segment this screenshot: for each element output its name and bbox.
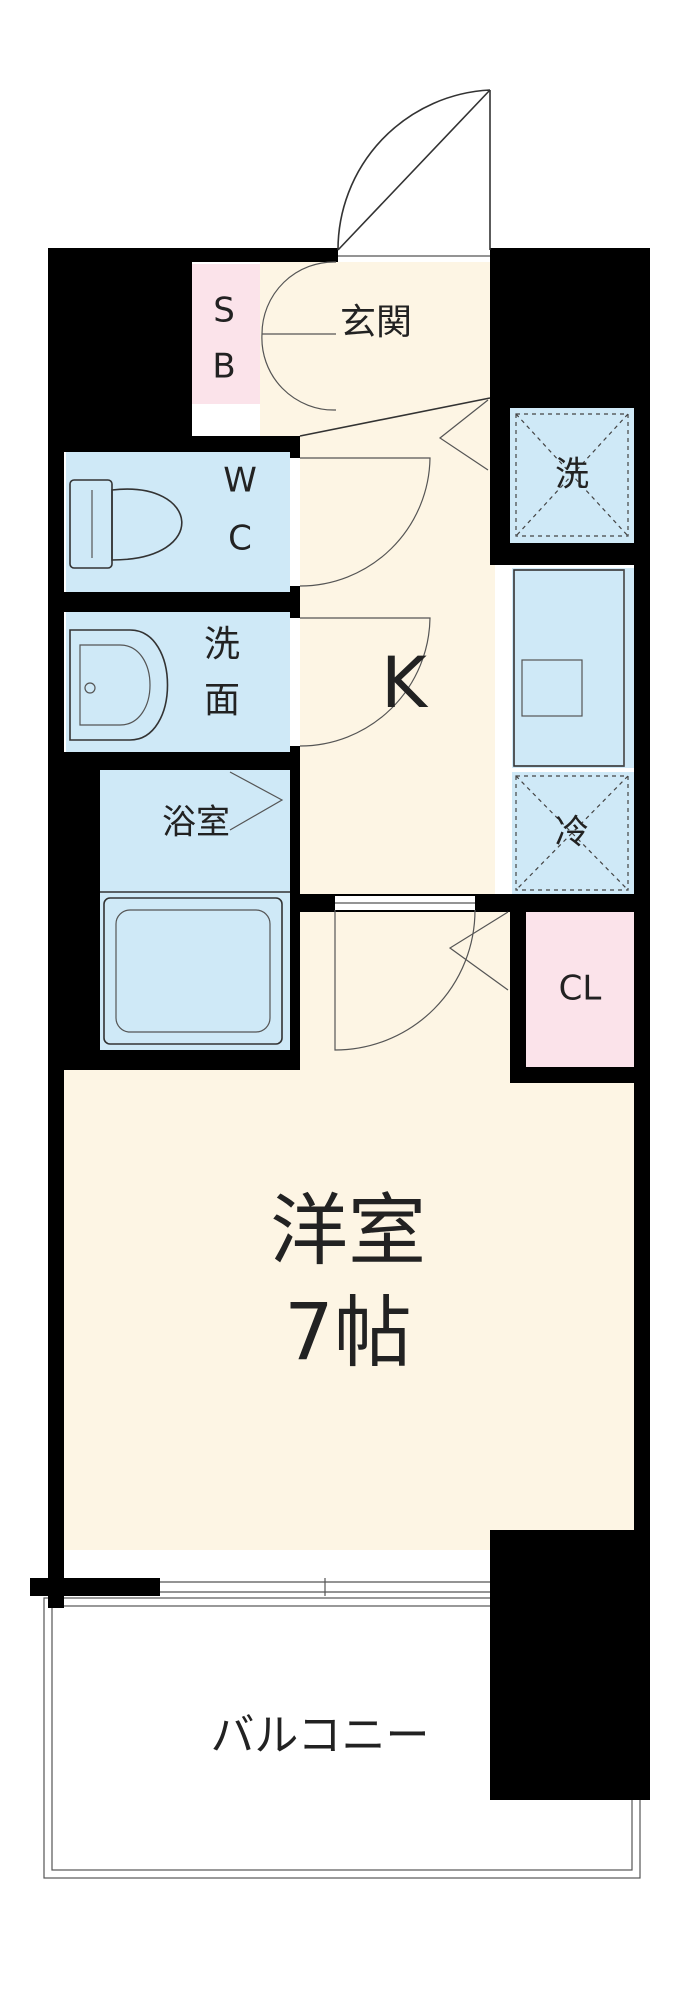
front-door-swing-icon bbox=[337, 89, 491, 251]
shoe-box-label-b: B bbox=[212, 347, 235, 387]
washroom-label-2: 面 bbox=[204, 680, 240, 721]
western-room-label: 洋室 bbox=[270, 1186, 426, 1276]
walls bbox=[30, 248, 650, 1800]
toilet-label-c: C bbox=[228, 519, 252, 559]
wall-closet-bottom bbox=[510, 1067, 650, 1083]
closet-door-icon bbox=[448, 911, 509, 991]
wall-bottom-left bbox=[30, 1578, 160, 1596]
fixtures bbox=[69, 413, 629, 1045]
wall-bath-bottom bbox=[48, 1050, 298, 1070]
fridge-label: 冷 bbox=[555, 813, 589, 853]
room-door-swing-icon bbox=[334, 909, 476, 1051]
labels: S B 玄関 W C 洗 面 浴室 K 洗 冷 CL 洋室 7帖 バルコニー bbox=[162, 291, 601, 1762]
wall-top-left-block bbox=[48, 248, 192, 438]
kitchen-label: K bbox=[381, 642, 429, 724]
shoe-box bbox=[192, 264, 260, 404]
wet-areas bbox=[66, 408, 634, 1050]
balcony-label: バルコニー bbox=[210, 1710, 429, 1761]
wall-left bbox=[48, 248, 64, 1608]
toilet-label-w: W bbox=[223, 461, 257, 501]
laundry-x-icon bbox=[515, 413, 629, 537]
wash-door-opening bbox=[290, 618, 300, 746]
laundry-label: 洗 bbox=[555, 455, 589, 495]
wall-wet-right bbox=[290, 436, 300, 1070]
washroom-room bbox=[66, 612, 290, 752]
wall-closet-left bbox=[510, 912, 526, 1072]
wc-door-opening bbox=[290, 458, 300, 586]
door-swings bbox=[229, 89, 509, 1051]
shoe-box-label-s: S bbox=[213, 291, 235, 331]
wall-bath-left bbox=[64, 770, 100, 1070]
kitchen-counter-icon bbox=[513, 569, 625, 767]
fridge-x-icon bbox=[515, 775, 629, 891]
wc-door-swing-icon bbox=[299, 457, 431, 587]
closet-label: CL bbox=[559, 969, 602, 1009]
shoe-box-door-swing-icon bbox=[261, 261, 337, 411]
wall-top-right-block bbox=[490, 248, 650, 408]
wall-wash-bottom bbox=[48, 752, 298, 770]
kitchen-counter bbox=[512, 568, 634, 768]
kitchen-area bbox=[300, 400, 495, 900]
bathtub-icon bbox=[103, 897, 283, 1045]
entrance-door-icon bbox=[438, 399, 489, 471]
entrance-label: 玄関 bbox=[340, 302, 412, 343]
toilet-icon bbox=[69, 479, 183, 569]
washroom-label-1: 洗 bbox=[204, 624, 240, 665]
wall-bottom-right-block bbox=[490, 1530, 650, 1800]
storage-areas bbox=[192, 264, 634, 1067]
bath-door-icon bbox=[229, 771, 284, 831]
wall-top bbox=[48, 248, 338, 262]
bathroom-label: 浴室 bbox=[162, 803, 230, 843]
sink-icon bbox=[69, 629, 169, 741]
wall-laundry-bottom bbox=[490, 543, 650, 565]
openings bbox=[160, 250, 490, 1596]
western-room-upper bbox=[300, 900, 510, 1080]
wall-wc-top bbox=[48, 436, 298, 452]
wall-entrance-right bbox=[490, 400, 510, 550]
closet bbox=[526, 912, 634, 1067]
entrance-step-line bbox=[299, 397, 491, 437]
wall-wc-bottom bbox=[48, 592, 298, 612]
western-room-size: 7帖 bbox=[284, 1288, 412, 1378]
wash-door-swing-icon bbox=[299, 617, 431, 747]
